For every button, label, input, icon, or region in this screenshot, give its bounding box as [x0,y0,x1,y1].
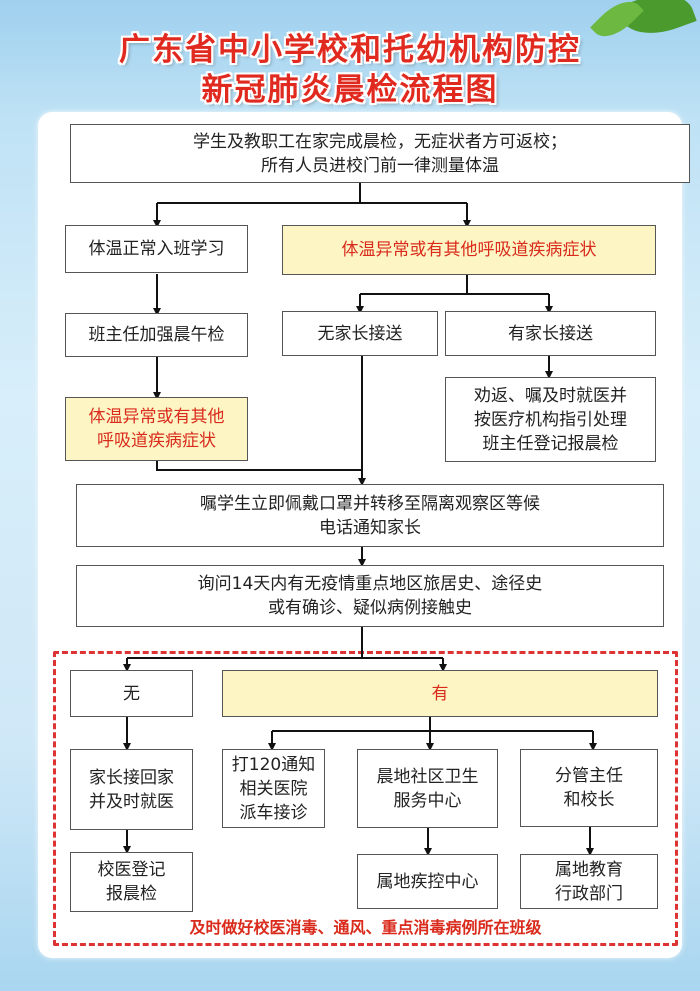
step-teacher-check: 班主任加强晨午检 [65,313,248,357]
step-cdc: 属地疾控中心 [357,854,498,909]
step-inquire-history: 询问14天内有无疫情重点地区旅居史、途径史 或有确诊、疑似病例接触史 [76,565,664,627]
branch-yes: 有 [222,670,658,717]
step-call-120: 打120通知 相关医院 派车接诊 [222,749,325,828]
step-abnormal-temp: 体温异常或有其他呼吸道疾病症状 [282,225,656,275]
step-doctor-register: 校医登记 报晨检 [70,852,193,912]
step-abnormal-later: 体温异常或有其他 呼吸道疾病症状 [65,397,248,461]
step-advise-medical: 劝返、嘱及时就医并 按医疗机构指引处理 班主任登记报晨检 [445,377,656,462]
step-start: 学生及教职工在家完成晨检，无症状者方可返校； 所有人员进校门前一律测量体温 [70,124,690,183]
step-isolate: 嘱学生立即佩戴口罩并转移至隔离观察区等候 电话通知家长 [76,484,664,547]
confirmed-section-border [53,651,678,946]
step-normal-temp: 体温正常入班学习 [65,225,248,273]
step-no-parent: 无家长接送 [282,311,438,356]
page-subtitle: 新冠肺炎晨检流程图 [201,72,499,108]
step-has-parent: 有家长接送 [445,311,656,356]
page-title: 广东省中小学校和托幼机构防控 [119,32,581,68]
branch-none: 无 [70,670,193,717]
step-community-health: 晨地社区卫生 服务中心 [357,749,498,828]
step-director-principal: 分管主任 和校长 [520,749,658,827]
footer-note: 及时做好校医消毒、通风、重点消毒病例所在班级 [189,918,542,937]
step-edu-dept: 属地教育 行政部门 [520,854,658,909]
step-parent-home: 家长接回家 并及时就医 [70,749,193,830]
